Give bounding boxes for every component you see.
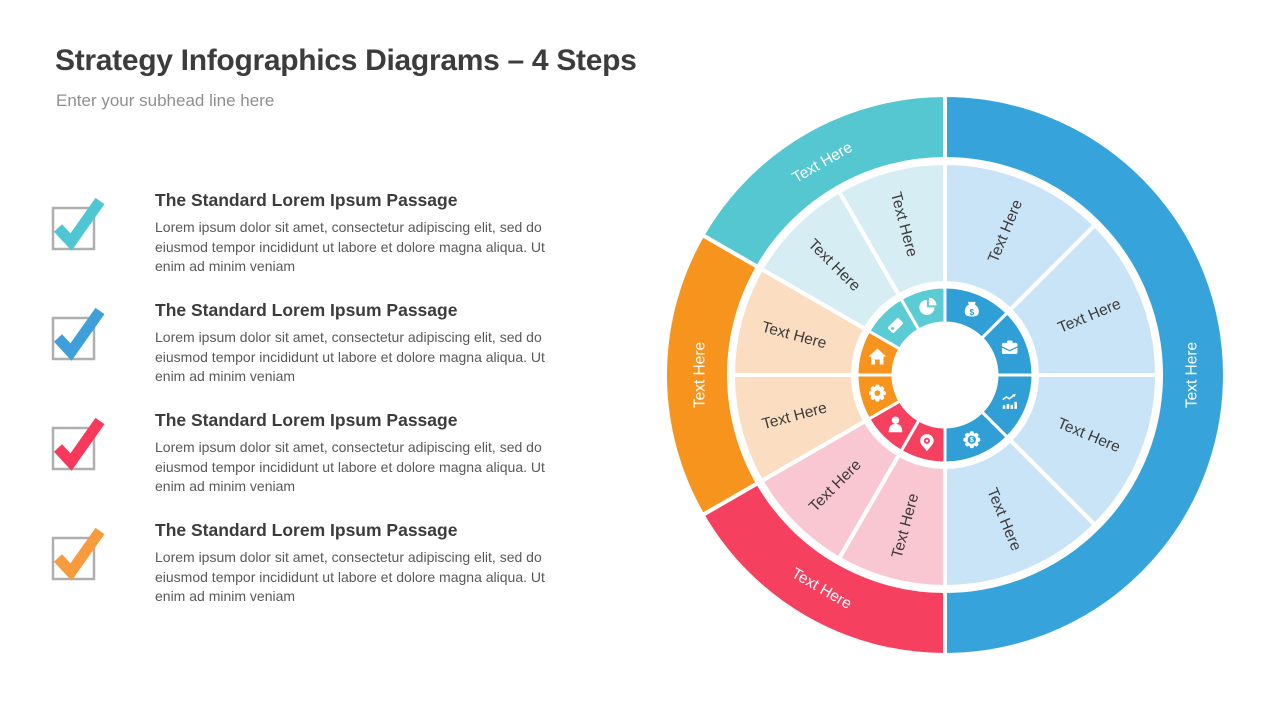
checkbox-checkmark-icon: [51, 197, 105, 251]
growth-chart-icon: [1002, 393, 1017, 409]
item-heading: The Standard Lorem Ipsum Passage: [155, 300, 458, 320]
checkbox-checkmark-icon: [51, 307, 105, 361]
checkbox-checkmark-icon: [51, 417, 105, 471]
svg-text:$: $: [969, 307, 974, 317]
pie-chart-icon: [919, 297, 937, 315]
item-heading: The Standard Lorem Ipsum Passage: [155, 520, 458, 540]
item-body: Lorem ipsum dolor sit amet, consectetur …: [155, 549, 545, 604]
location-pin-icon: [920, 434, 934, 452]
svg-text:$: $: [970, 437, 974, 444]
slide-subtitle: Enter your subhead line here: [56, 91, 275, 110]
price-tag-icon: [888, 318, 903, 333]
gear-icon: [868, 384, 886, 402]
page-title: Strategy Infographics Diagrams – 4 Steps: [55, 44, 637, 77]
outer-segment: [943, 92, 1227, 658]
item-body: Lorem ipsum dolor sit amet, consectetur …: [155, 329, 545, 384]
item-heading: The Standard Lorem Ipsum Passage: [155, 190, 458, 210]
briefcase-icon: [1001, 340, 1018, 355]
item-heading: The Standard Lorem Ipsum Passage: [155, 410, 458, 430]
item-body: Lorem ipsum dolor sit amet, consectetur …: [155, 219, 545, 274]
person-icon: [888, 416, 903, 433]
item-body: Lorem ipsum dolor sit amet, consectetur …: [155, 439, 545, 494]
segment-label: Text Here: [1183, 342, 1200, 408]
outer-segment: [699, 92, 947, 270]
house-icon: [868, 348, 887, 365]
gear-dollar-icon: $: [963, 431, 981, 449]
middle-segment: [836, 160, 947, 299]
checkbox-checkmark-icon: [51, 527, 105, 581]
center-circle: [892, 322, 998, 428]
money-bag-icon: $: [964, 301, 979, 317]
segment-label: Text Here: [691, 342, 708, 408]
